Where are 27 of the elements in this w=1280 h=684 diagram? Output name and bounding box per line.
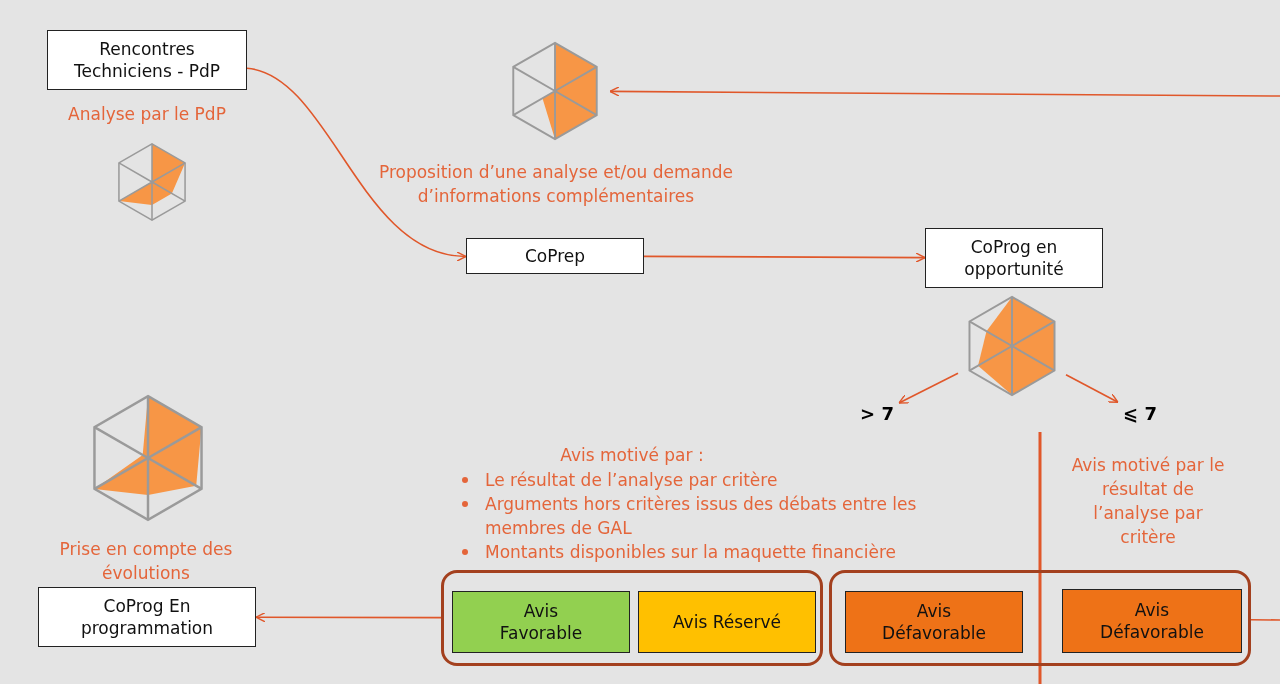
note-text: Avis motivé par : bbox=[559, 444, 705, 467]
threshold-label: > 7 bbox=[855, 400, 899, 428]
process-box: CoProg En programmation bbox=[38, 587, 256, 647]
annotation-text: Proposition d’une analyse et/ou demande d’informations complémentaires bbox=[377, 161, 735, 208]
arrow bbox=[255, 612, 442, 623]
bullet-item: Le résultat de l’analyse par critère bbox=[485, 469, 779, 492]
note-text: Avis motivé par le résultat de l’analyse par critère bbox=[1070, 454, 1226, 549]
annotation-text: Analyse par le PdP bbox=[67, 103, 227, 126]
connector-line bbox=[1250, 618, 1280, 621]
group-frame bbox=[441, 570, 823, 666]
arrow bbox=[1065, 373, 1119, 404]
annotation-text: Prise en compte des évolutions bbox=[58, 538, 234, 585]
process-box: Rencontres Techniciens - PdP bbox=[47, 30, 247, 90]
arrow bbox=[246, 67, 467, 261]
process-box: CoPrep bbox=[466, 238, 644, 274]
decision-box: Avis Réservé bbox=[638, 591, 816, 653]
group-frame bbox=[829, 570, 1251, 666]
process-box: CoProg en opportunité bbox=[925, 228, 1103, 288]
threshold-label: ⩽ 7 bbox=[1118, 400, 1162, 428]
bullet-item: Arguments hors critères issus des débats entre les membres de GAL bbox=[485, 493, 918, 540]
arrow bbox=[898, 372, 959, 404]
decision-box: Avis Défavorable bbox=[1062, 589, 1242, 653]
bullet-item: Montants disponibles sur la maquette financière bbox=[485, 541, 897, 564]
arrow bbox=[643, 252, 926, 263]
decision-box: Avis Favorable bbox=[452, 591, 630, 653]
arrow bbox=[609, 86, 1280, 97]
decision-box: Avis Défavorable bbox=[845, 591, 1023, 653]
